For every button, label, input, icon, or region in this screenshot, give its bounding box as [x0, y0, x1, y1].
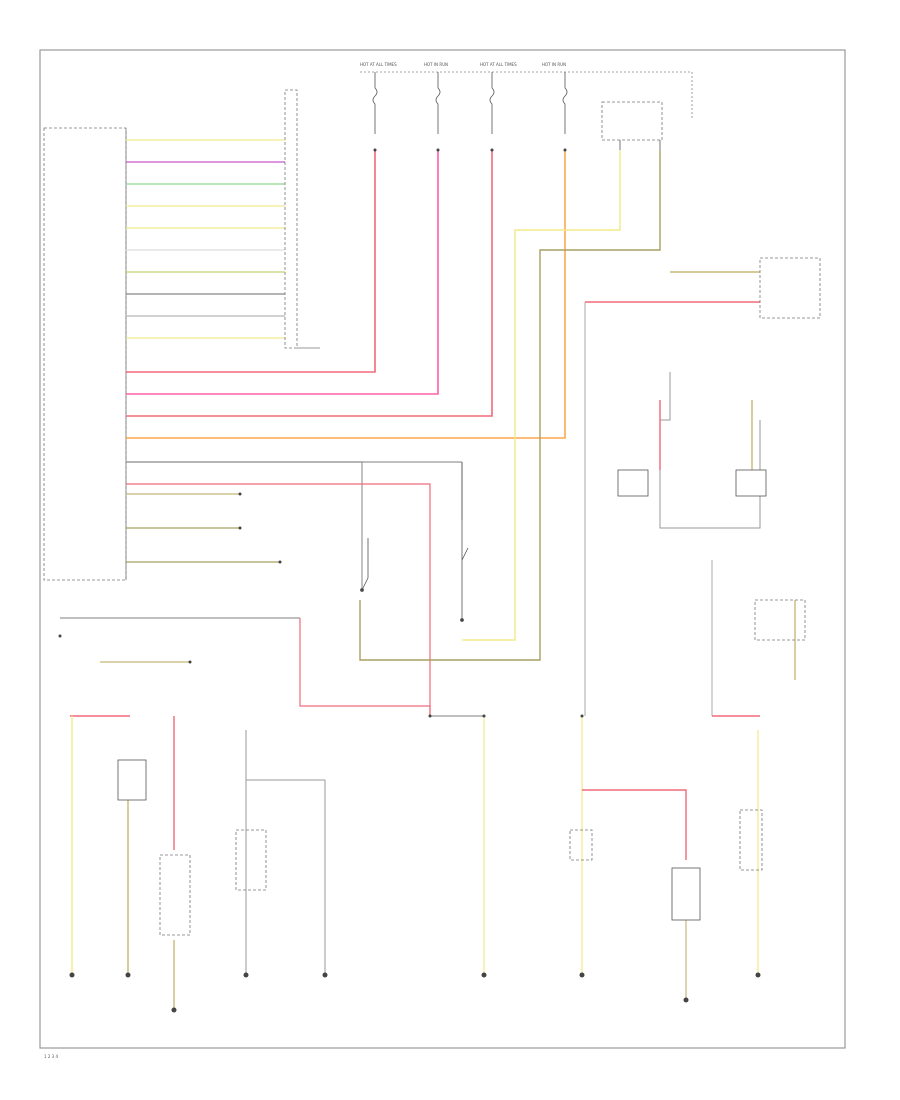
- upper-wire-bundle: [126, 139, 285, 339]
- fuse-label-1: HOT AT ALL TIMES: [360, 62, 397, 67]
- right-connector: [584, 257, 821, 716]
- lower-wires: [60, 617, 484, 717]
- fuse-label-3: HOT AT ALL TIMES: [480, 62, 517, 67]
- diagram-frame: [39, 49, 846, 1049]
- fuse-row: HOT AT ALL TIMES HOT IN RUN HOT AT ALL T…: [360, 62, 693, 150]
- ground-terminals: [69, 972, 761, 1013]
- left-control-module: [43, 127, 127, 581]
- junction-dots: [58, 148, 584, 718]
- ground-columns: [71, 716, 759, 1010]
- fuse-label-4: HOT IN RUN: [542, 62, 566, 67]
- feed-wires: [126, 150, 566, 439]
- lower-components: [117, 759, 763, 936]
- bundle-connector: [284, 89, 320, 349]
- module-lower-outputs: [126, 461, 463, 716]
- fuse-label-2: HOT IN RUN: [424, 62, 448, 67]
- middle-switches: [360, 520, 469, 622]
- right-sensors: [617, 372, 806, 717]
- footer-code: 1 2 3 4: [44, 1054, 58, 1059]
- relay-output-wires: [359, 150, 661, 661]
